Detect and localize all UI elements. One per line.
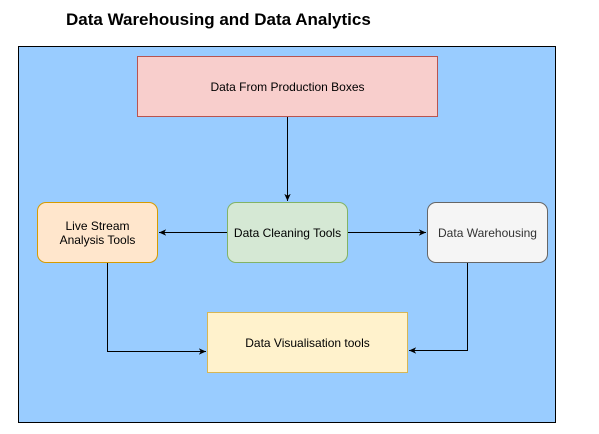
edge-warehouse-to-visual — [409, 263, 468, 354]
node-live-stream-analysis-tools: Live Stream Analysis Tools — [37, 202, 158, 263]
node-data-visualisation-tools: Data Visualisation tools — [207, 312, 408, 373]
node-data-from-production-boxes: Data From Production Boxes — [137, 56, 438, 117]
diagram-title: Data Warehousing and Data Analytics — [66, 10, 371, 29]
edge-live-to-visual — [107, 263, 206, 355]
node-data-cleaning-tools: Data Cleaning Tools — [227, 202, 348, 263]
node-data-warehousing: Data Warehousing — [427, 202, 548, 263]
